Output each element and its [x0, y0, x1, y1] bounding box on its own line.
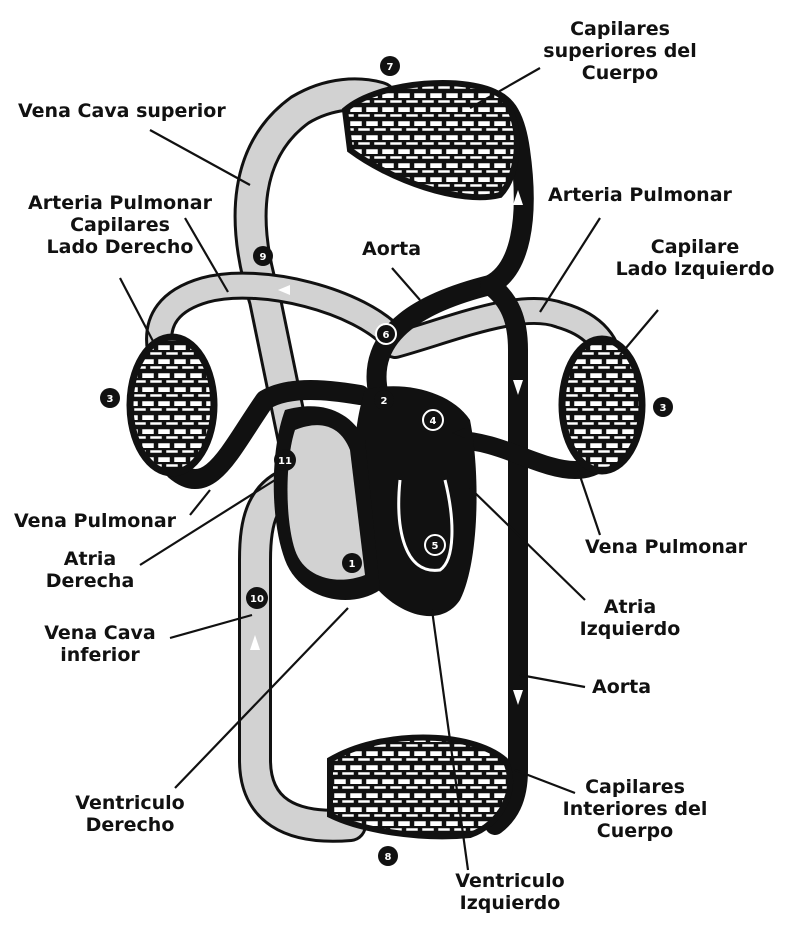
label-vena-cava-superior: Vena Cava superior [18, 100, 226, 122]
svg-text:7: 7 [387, 62, 394, 73]
svg-text:2: 2 [381, 396, 388, 407]
svg-text:8: 8 [385, 852, 392, 863]
svg-text:4: 4 [430, 416, 437, 427]
svg-text:9: 9 [260, 252, 267, 263]
svg-text:10: 10 [250, 594, 264, 605]
capilares-pulmon-izquierdo-bed [562, 339, 642, 471]
marker-1: 1 [342, 553, 362, 573]
svg-text:3: 3 [660, 403, 667, 414]
leader-vena-cava-superior [150, 130, 250, 185]
leader-capilare-izquierdo [620, 310, 658, 355]
label-vena-pulmonar-right: Vena Pulmonar [585, 536, 747, 558]
label-vena-pulmonar-left: Vena Pulmonar [14, 510, 176, 532]
svg-text:3: 3 [107, 394, 114, 405]
leader-aorta-bottom [520, 675, 585, 687]
marker-6: 6 [376, 324, 396, 344]
svg-text:5: 5 [432, 541, 439, 552]
label-vena-cava-inferior: Vena Cava inferior [15, 622, 185, 666]
marker-4: 4 [423, 410, 443, 430]
svg-text:1: 1 [349, 559, 356, 570]
label-capilares-superiores: Capilares superiores del Cuerpo [525, 18, 715, 84]
marker-2: 2 [374, 390, 394, 410]
leader-aorta-top [392, 268, 420, 300]
label-ventriculo-izquierdo: Ventriculo Izquierdo [430, 870, 590, 914]
marker-5: 5 [425, 535, 445, 555]
leader-arteria-pulmonar-izquierda [540, 218, 600, 312]
heart [274, 386, 477, 616]
marker-9: 9 [253, 246, 273, 266]
capilares-inferiores-bed [330, 738, 510, 837]
capilares-pulmon-derecho-bed [130, 337, 214, 473]
leader-vena-pulmonar-izquierda [190, 490, 210, 515]
capilares-superiores-bed [345, 83, 517, 197]
label-ventriculo-derecho: Ventriculo Derecho [50, 792, 210, 836]
leader-capilares-derecho [120, 278, 155, 345]
svg-text:11: 11 [278, 456, 292, 467]
label-aorta-top: Aorta [362, 238, 421, 260]
label-capilare-lado-izquierdo: Capilare Lado Izquierdo [600, 236, 790, 280]
label-aorta-bottom: Aorta [592, 676, 651, 698]
label-atria-izquierdo: Atria Izquierdo [560, 596, 700, 640]
leader-vena-pulmonar-derecha [578, 470, 600, 535]
marker-3-right-lung: 3 [100, 388, 120, 408]
marker-8: 8 [378, 846, 398, 866]
label-capilares-inferiores: Capilares Interiores del Cuerpo [545, 776, 725, 842]
marker-3-left-lung: 3 [653, 397, 673, 417]
aorta-descending-vessel [490, 285, 518, 825]
label-arteria-pulmonar-capilares-derecho: Arteria Pulmonar Capilares Lado Derecho [10, 192, 230, 258]
label-arteria-pulmonar-right: Arteria Pulmonar [548, 184, 732, 206]
marker-10: 10 [246, 587, 268, 609]
marker-11: 11 [274, 449, 296, 471]
svg-text:6: 6 [383, 330, 390, 341]
marker-7: 7 [380, 56, 400, 76]
label-atria-derecha: Atria Derecha [20, 548, 160, 592]
